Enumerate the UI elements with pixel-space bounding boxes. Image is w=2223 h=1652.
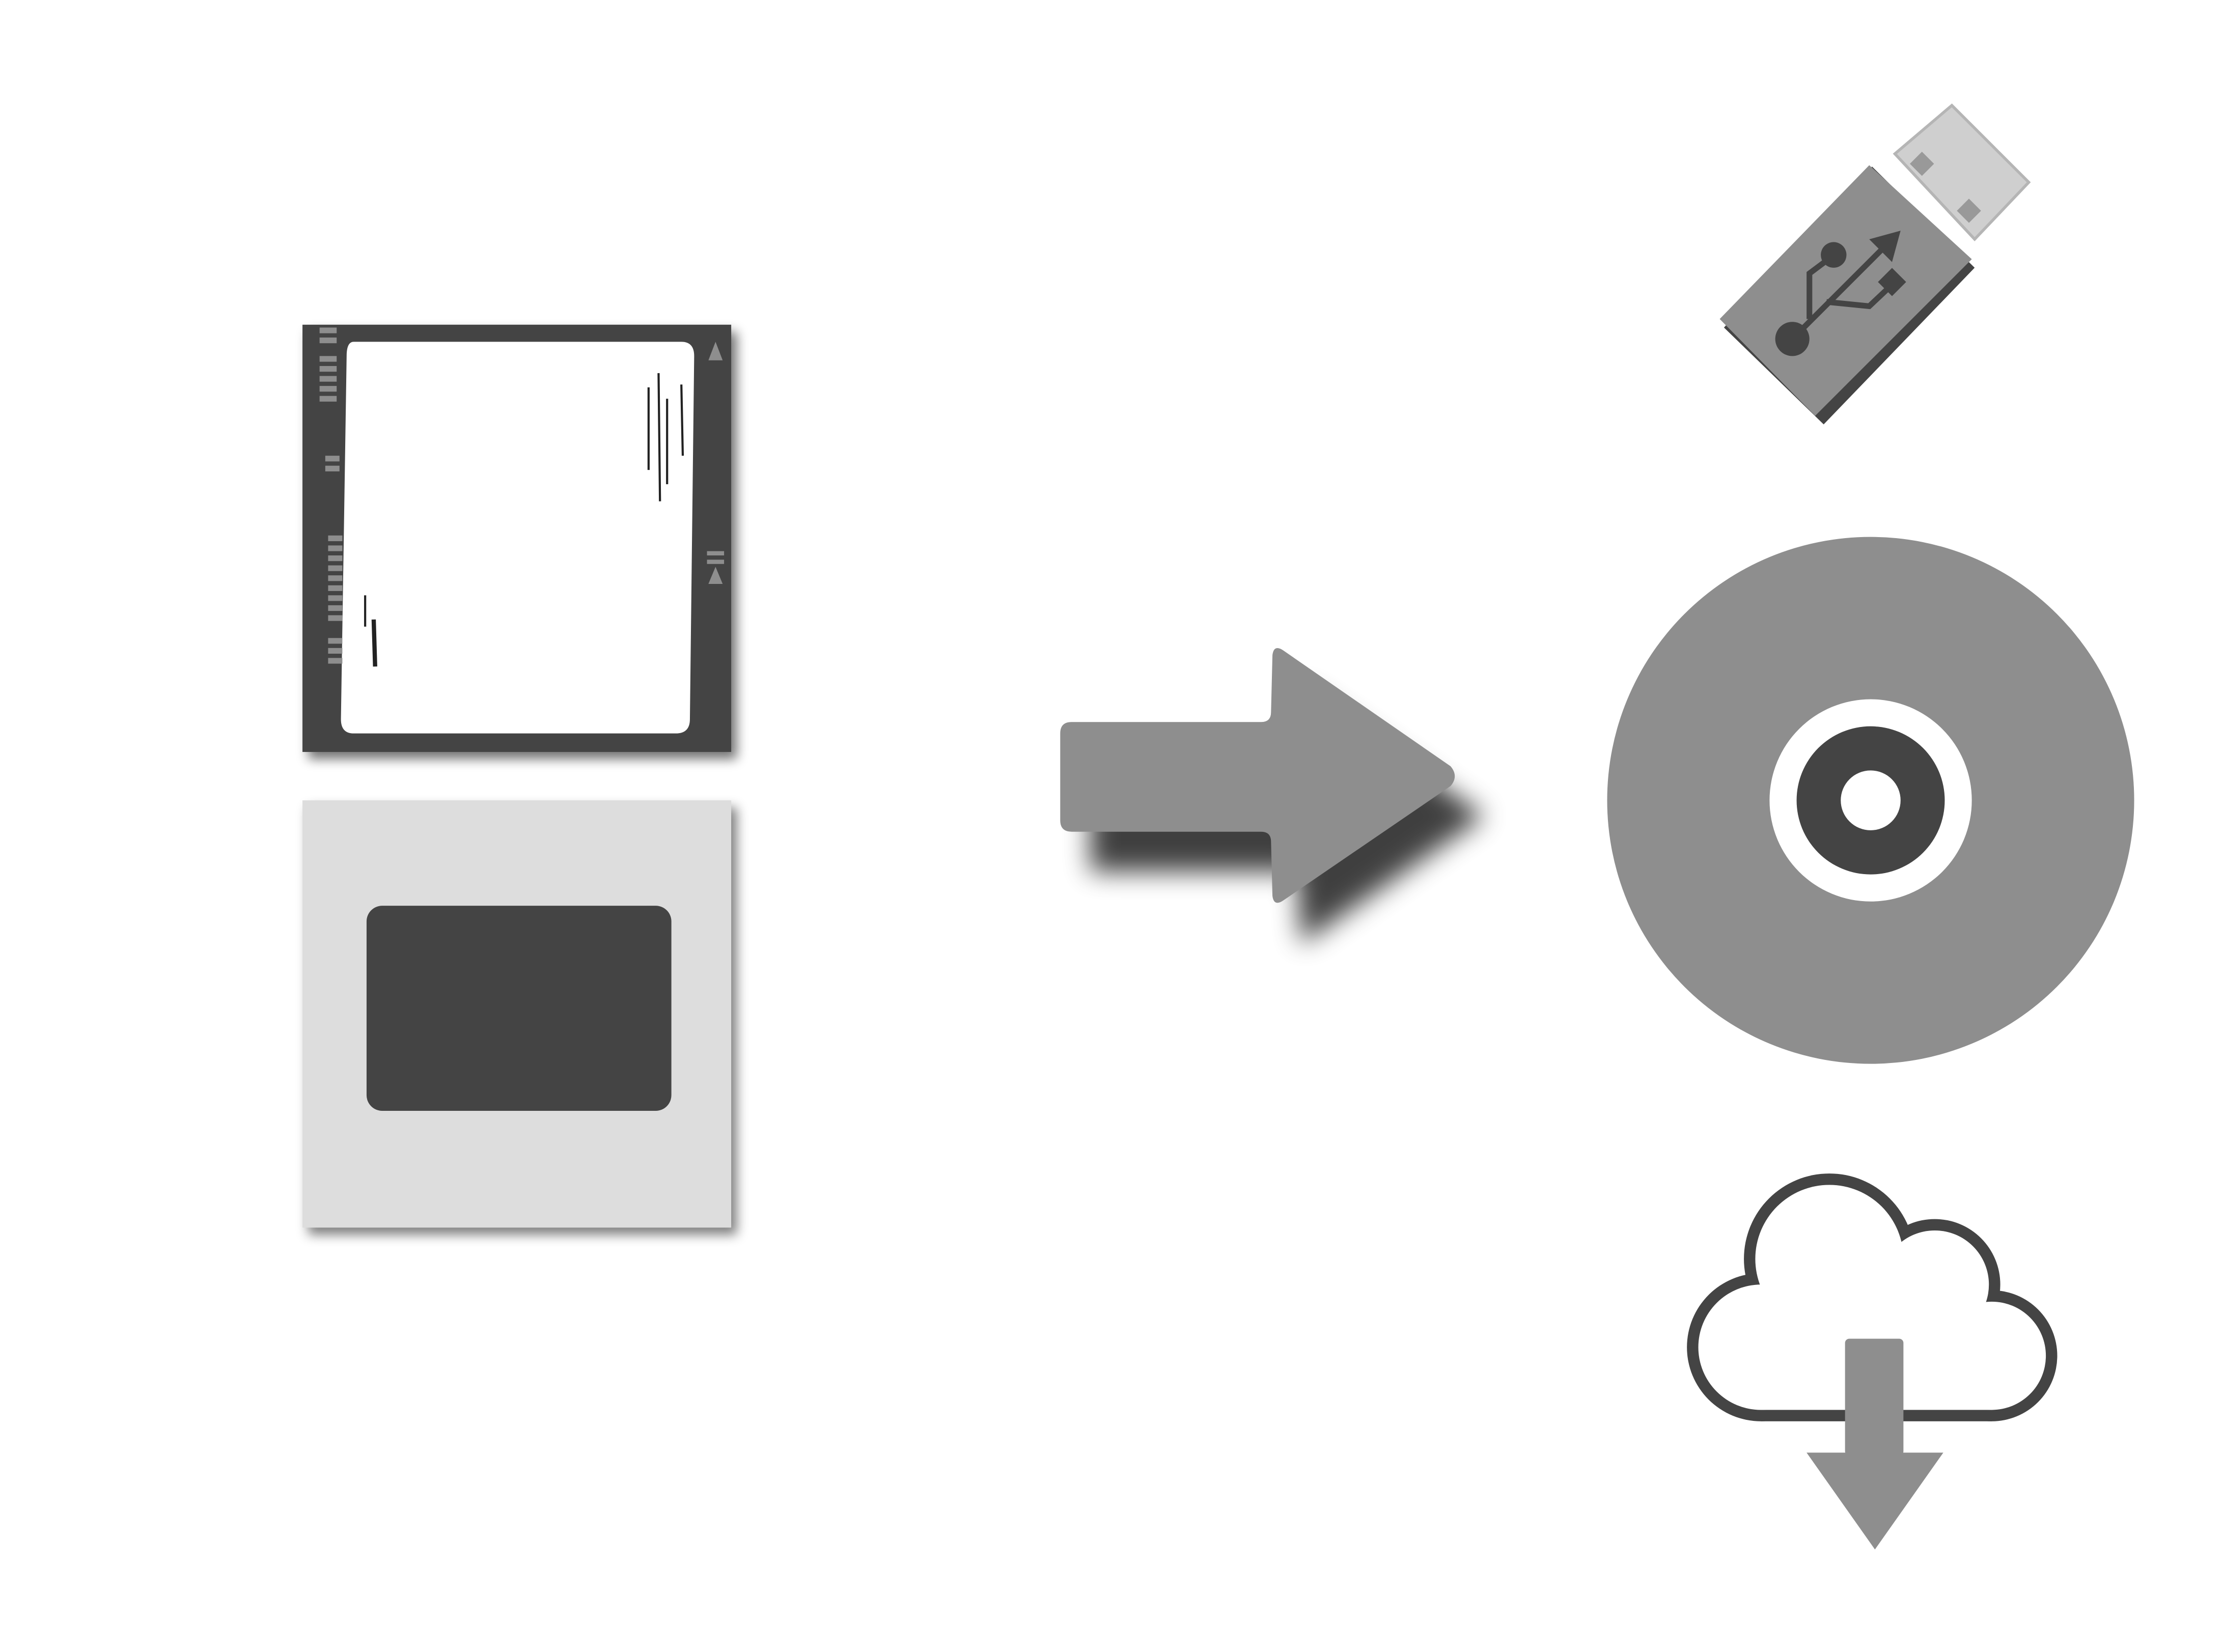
usb-drive-icon (1719, 103, 2031, 425)
film-frame-icon (302, 324, 737, 760)
cloud-download-icon (1687, 1173, 2058, 1550)
slide-mount-icon (302, 800, 737, 1235)
cd-disc-icon (1607, 537, 2134, 1064)
arrow-right-icon (1060, 648, 1485, 944)
